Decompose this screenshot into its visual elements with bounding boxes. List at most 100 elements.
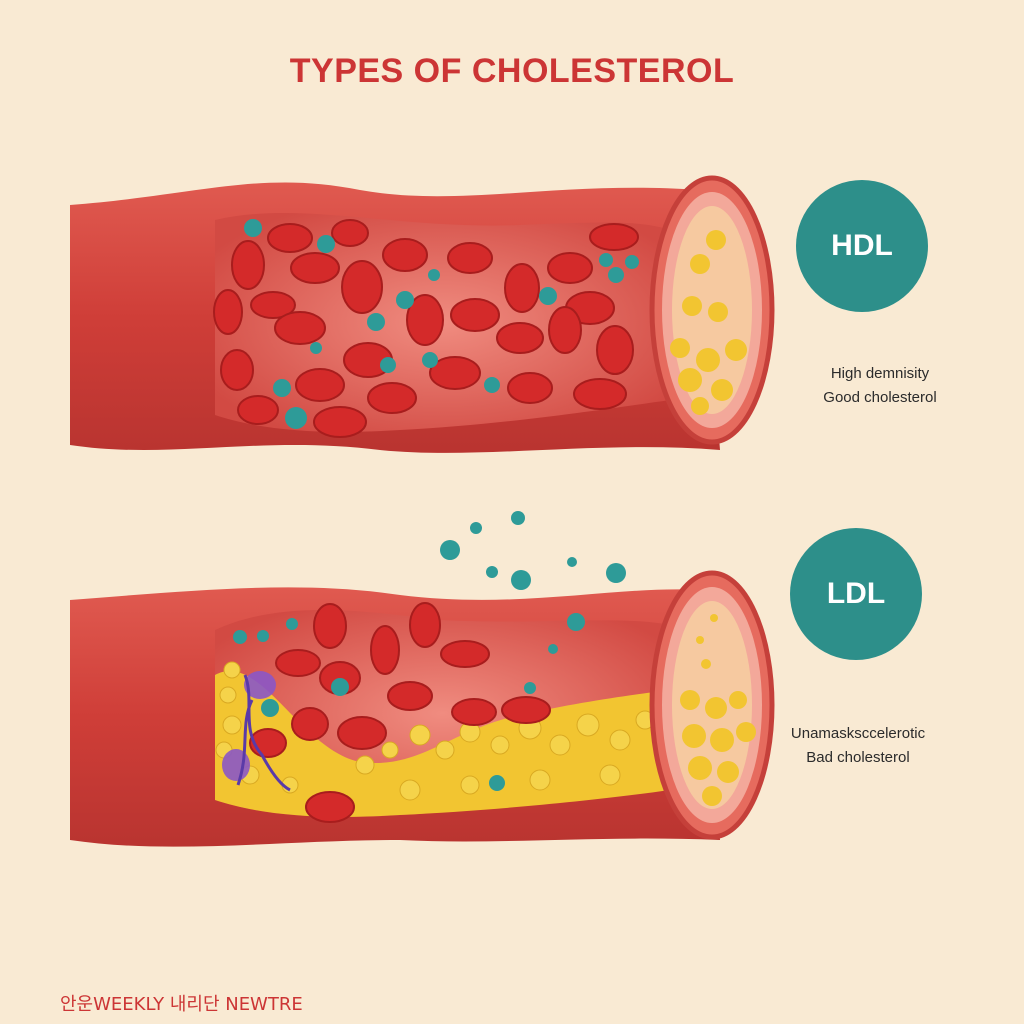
red-blood-cell [596,325,634,375]
hdl-badge: HDL [796,180,928,312]
hdl-particle [599,253,613,267]
plaque-globule [222,715,242,735]
ldl-plaque-globules [215,661,655,801]
red-blood-cell [237,395,279,425]
red-blood-cell [496,322,544,354]
plaque-particle [682,296,702,316]
red-blood-cell [429,356,481,390]
plaque-globule [355,755,375,775]
hdl-particle [539,287,557,305]
red-blood-cell [447,242,493,274]
hdl-particle [380,357,396,373]
ldl-particle [606,563,626,583]
plaque-globule [219,686,237,704]
plaque-particle [702,786,722,806]
ldl-artery-illustration [70,511,775,847]
red-blood-cell [331,219,369,247]
red-blood-cell [305,791,355,823]
ldl-particle [489,775,505,791]
red-blood-cell [507,372,553,404]
red-blood-cell [274,311,326,345]
footer-brand: 안운WEEKLY 내리단 NEWTRE [60,994,303,1015]
ldl-caption: Unamasksccelerotic Bad cholesterol [758,722,958,770]
foam-cell [222,749,250,781]
red-blood-cell [450,298,500,332]
plaque-particle [708,302,728,322]
red-blood-cell [367,382,417,414]
plaque-particle [710,728,734,752]
plaque-globule [381,741,399,759]
red-blood-cell [231,240,265,290]
hdl-particle [310,342,322,354]
plaque-globule [435,740,455,760]
ldl-particle [233,630,247,644]
ldl-vessel-opening [649,570,775,840]
hdl-particle [244,219,262,237]
hdl-artery-illustration [70,175,775,453]
plaque-particle [691,397,709,415]
ldl-particle [261,699,279,717]
hdl-particle [422,352,438,368]
page-title: TYPES OF CHOLESTEROL [289,52,735,90]
red-blood-cell [406,294,444,346]
red-blood-cell [589,223,639,251]
plaque-particle [696,348,720,372]
hdl-particle [608,267,624,283]
red-blood-cell [440,640,490,668]
ldl-particle [286,618,298,630]
plaque-globule [490,735,510,755]
plaque-globule [223,661,241,679]
red-blood-cell [387,681,433,711]
plaque-globule [609,729,631,751]
plaque-particle [725,339,747,361]
foam-cell [244,671,276,699]
hdl-particle [484,377,500,393]
red-blood-cell [573,378,627,410]
red-blood-cell [267,223,313,253]
red-blood-cell [313,603,347,649]
plaque-particle [690,254,710,274]
plaque-particle [710,614,718,622]
plaque-particle [705,697,727,719]
red-blood-cell [291,707,329,741]
red-blood-cell [337,716,387,750]
plaque-particle [701,659,711,669]
ldl-badge: LDL [790,528,922,660]
hdl-caption-line2: Good cholesterol [823,389,937,406]
red-blood-cell [290,252,340,284]
hdl-particle [367,313,385,331]
ldl-foam-cells [222,671,291,792]
red-blood-cell [220,349,254,391]
hdl-particle [317,235,335,253]
hdl-vessel-opening [649,175,775,445]
red-blood-cell [313,406,367,438]
red-blood-cell [548,306,582,354]
ldl-particle [548,644,558,654]
plaque-particle [688,756,712,780]
ldl-particle [257,630,269,642]
plaque-globule [529,769,551,791]
plaque-globule [460,775,480,795]
hdl-caption: High demnisity Good cholesterol [780,362,980,410]
ldl-particle [511,511,525,525]
red-blood-cell [547,252,593,284]
ldl-particle [567,557,577,567]
plaque-globule [599,764,621,786]
plaque-globule [409,724,431,746]
hdl-particle [273,379,291,397]
red-blood-cell [504,263,540,313]
ldl-particle [486,566,498,578]
ldl-plaque-deposit [215,671,670,817]
red-blood-cell [370,625,400,675]
red-blood-cell [451,698,497,726]
hdl-particle [428,269,440,281]
hdl-particles [244,219,722,429]
red-blood-cell [501,696,551,724]
plaque-particle [729,691,747,709]
plaque-particle [670,338,690,358]
hdl-particle [396,291,414,309]
foam-cell-filaments [236,674,291,792]
red-blood-cell [295,368,345,402]
red-blood-cell [213,289,243,335]
plaque-globule [549,734,571,756]
